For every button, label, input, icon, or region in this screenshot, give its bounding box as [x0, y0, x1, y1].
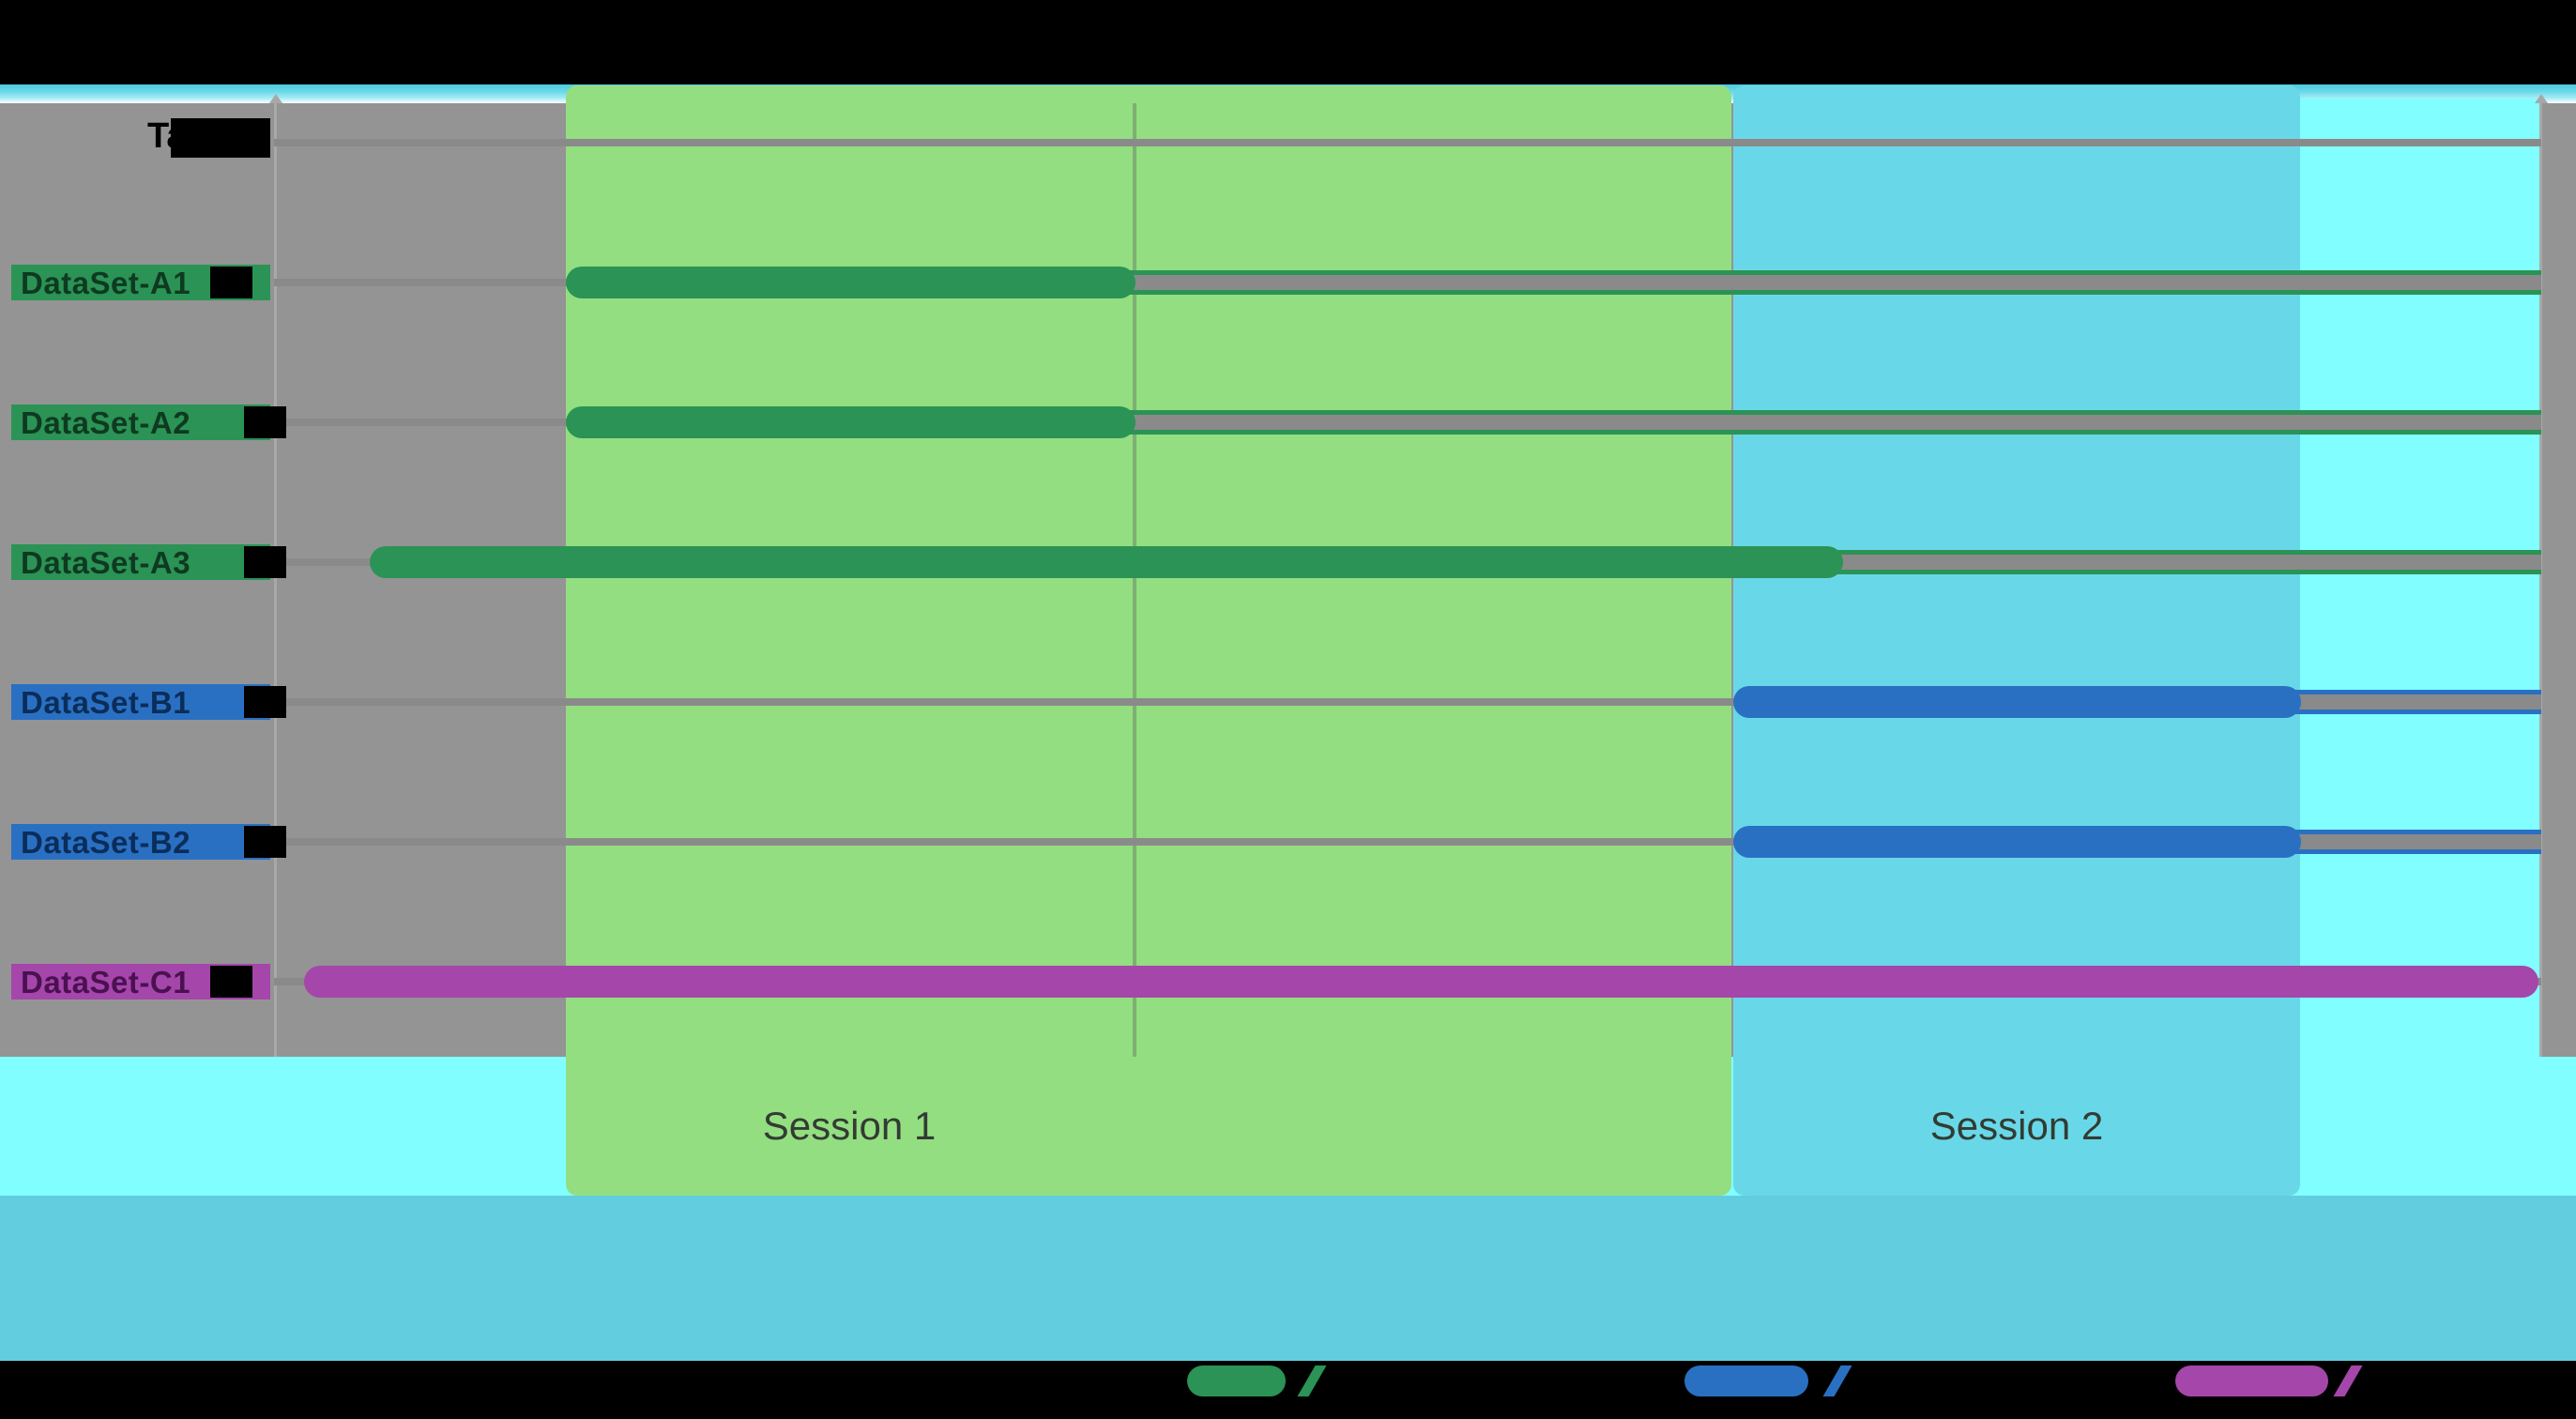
top-letterbox-bar — [0, 0, 2576, 84]
row-label: DataSet-A3 — [21, 545, 191, 580]
row-label-badge: DataSet-C1 — [11, 964, 270, 999]
redaction-box-row-label — [244, 546, 286, 578]
row-label-badge: DataSet-A3 — [11, 544, 286, 580]
bar-continuation-line — [1834, 550, 2541, 574]
row-gridline — [274, 698, 2541, 706]
bar-continuation-line — [1126, 270, 2541, 295]
redaction-box-title — [171, 118, 270, 158]
right-axis-arrow-icon — [2535, 94, 2548, 103]
session2-band — [1733, 85, 2300, 1196]
row-label-badge: DataSet-A2 — [11, 404, 286, 440]
redaction-box-row-label — [244, 406, 286, 438]
row-label-badge: DataSet-A1 — [11, 265, 270, 300]
row-label: DataSet-A2 — [21, 405, 191, 440]
task-bar-dataset-a1 — [566, 267, 1136, 298]
session2-label: Session 2 — [1929, 1104, 2104, 1148]
header-gridline — [274, 139, 2541, 146]
legend-marker-series-c — [2175, 1366, 2328, 1396]
task-bar-dataset-a3 — [370, 546, 1843, 578]
legend-marker-series-a — [1187, 1366, 1286, 1396]
row-gridline — [274, 838, 2541, 846]
legend-marker-series-b — [1684, 1366, 1808, 1396]
task-bar-dataset-a2 — [566, 406, 1136, 438]
task-bar-dataset-c1 — [304, 966, 2538, 998]
redaction-box-row-label — [210, 267, 252, 298]
y-axis-arrow-icon — [269, 94, 282, 103]
bottom-letterbox-bar — [0, 1361, 2576, 1419]
row-label-badge: DataSet-B1 — [11, 684, 286, 720]
task-bar-dataset-b1 — [1733, 686, 2301, 718]
row-label: DataSet-B2 — [21, 825, 191, 860]
vertical-gridline — [1133, 103, 1136, 1057]
session1-band — [566, 85, 1731, 1196]
redaction-box-row-label — [210, 966, 252, 998]
row-label-badge: DataSet-B2 — [11, 824, 286, 860]
redaction-box-row-label — [244, 826, 286, 858]
bar-continuation-line — [2292, 830, 2541, 854]
task-bar-dataset-b2 — [1733, 826, 2301, 858]
row-label: DataSet-C1 — [21, 965, 191, 999]
bar-continuation-line — [2292, 690, 2541, 714]
redaction-box-row-label — [244, 686, 286, 718]
bar-continuation-line — [1126, 410, 2541, 435]
session1-label: Session 1 — [762, 1104, 937, 1148]
row-label: DataSet-A1 — [21, 266, 191, 300]
row-label: DataSet-B1 — [21, 685, 191, 720]
right-axis-line — [2539, 103, 2542, 1057]
footer-cyan-band — [0, 1196, 2576, 1361]
y-axis-line — [274, 103, 277, 1057]
post-session-band — [2300, 99, 2540, 1196]
